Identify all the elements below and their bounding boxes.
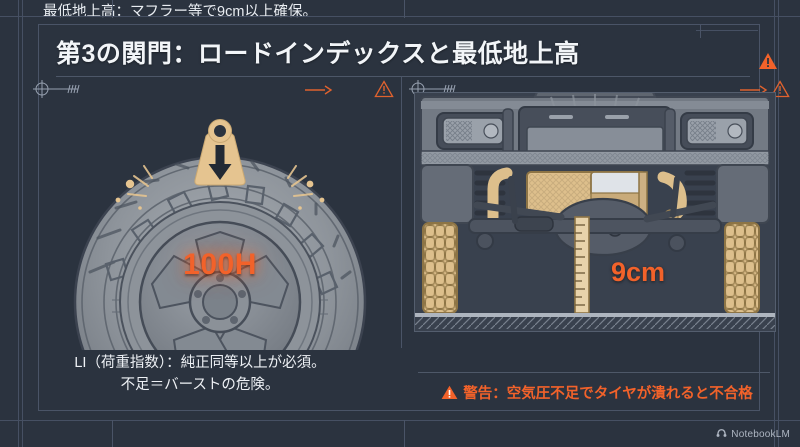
panel-divider: [401, 76, 402, 348]
frame-tick-bottom-1: [112, 420, 113, 447]
warning-triangle-icon-header: [758, 52, 778, 75]
notebooklm-logo-icon: [716, 427, 727, 441]
warning-text: 警告：空気圧不足でタイヤが潰れると不合格: [414, 382, 780, 404]
header: 第3の関門：ロードインデックスと最低地上高: [38, 24, 760, 78]
caption-line-2: 不足＝バーストの危険。: [120, 377, 280, 394]
watermark-label: NotebookLM: [731, 428, 790, 440]
frame-tick-top-2: [404, 0, 405, 18]
caption-rule: [418, 372, 770, 373]
frame-line-bottom: [0, 420, 800, 421]
vehicle-underside-illustration: 9cm: [414, 92, 776, 332]
ground-clearance-caption: 最低地上高：マフラー等で9cm以上確保。: [43, 4, 317, 20]
frame-detail-topright: [696, 30, 758, 31]
crosshair-datum-icon-left: [32, 80, 96, 98]
load-index-badge: 100H: [183, 248, 257, 281]
frame-tick-topright: [700, 24, 701, 38]
load-index-caption: LI（荷重指数）：純正同等以上が必須。 不足＝バーストの危険。: [0, 352, 400, 397]
panel-load-index: 100H: [40, 88, 400, 388]
frame-line-left-outer: [18, 0, 19, 447]
impact-sparks-icon: [115, 165, 325, 210]
frame-tick-bottom-2: [404, 420, 405, 447]
warning-label: 警告：空気圧不足でタイヤが潰れると不合格: [463, 386, 753, 402]
frame-tick-top-1: [112, 0, 113, 18]
watermark: NotebookLM: [716, 427, 790, 441]
ground-clearance-badge: 9cm: [611, 257, 666, 287]
warning-triangle-icon-inline: [441, 385, 458, 404]
vehicle-graphic: [415, 93, 775, 331]
title-underline: [56, 76, 750, 77]
panel-ground-clearance: 9cm: [414, 88, 784, 388]
page-title: 第3の関門：ロードインデックスと最低地上高: [56, 40, 580, 68]
frame-line-right-outer: [778, 0, 779, 447]
warning-triangle-icon-left: [374, 80, 394, 103]
weight-icon: [194, 119, 246, 186]
frame-line-left-inner: [22, 0, 23, 447]
caption-line-1: LI（荷重指数）：純正同等以上が必須。: [74, 355, 326, 371]
frame-line-top: [0, 16, 800, 17]
tire-graphic: [73, 155, 367, 350]
tire-illustration: 100H: [40, 100, 400, 350]
arrow-right-icon-left: [305, 82, 369, 100]
warning-triangle-icon-right: [770, 80, 790, 103]
